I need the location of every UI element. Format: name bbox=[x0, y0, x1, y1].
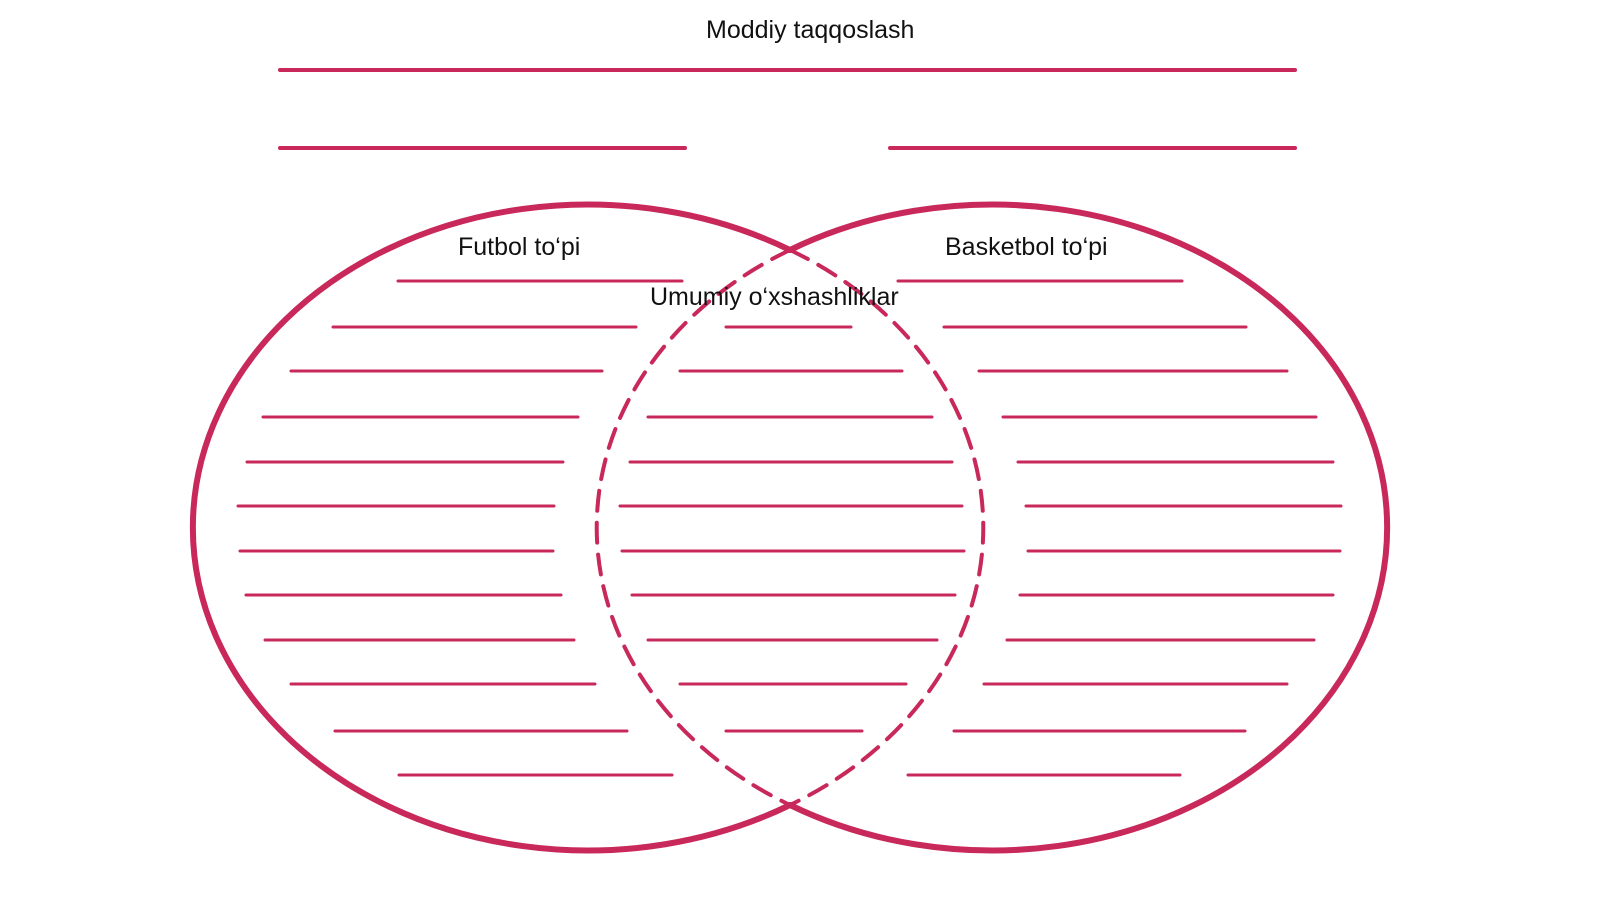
intersection-label: Umumiy o‘xshashliklar bbox=[650, 283, 899, 311]
left-circle-outline bbox=[189, 201, 793, 854]
intersection-right-arc bbox=[788, 248, 986, 807]
right-circle-outline bbox=[787, 201, 1391, 854]
intersection-boundary bbox=[594, 248, 986, 807]
page-title: Moddiy taqqoslash bbox=[706, 16, 915, 44]
right-set-label: Basketbol to‘pi bbox=[945, 233, 1108, 261]
intersection-left-arc bbox=[594, 248, 792, 807]
writing-lines bbox=[236, 68, 1343, 777]
outer-boundaries bbox=[189, 201, 1391, 854]
left-set-label: Futbol to‘pi bbox=[458, 233, 581, 261]
